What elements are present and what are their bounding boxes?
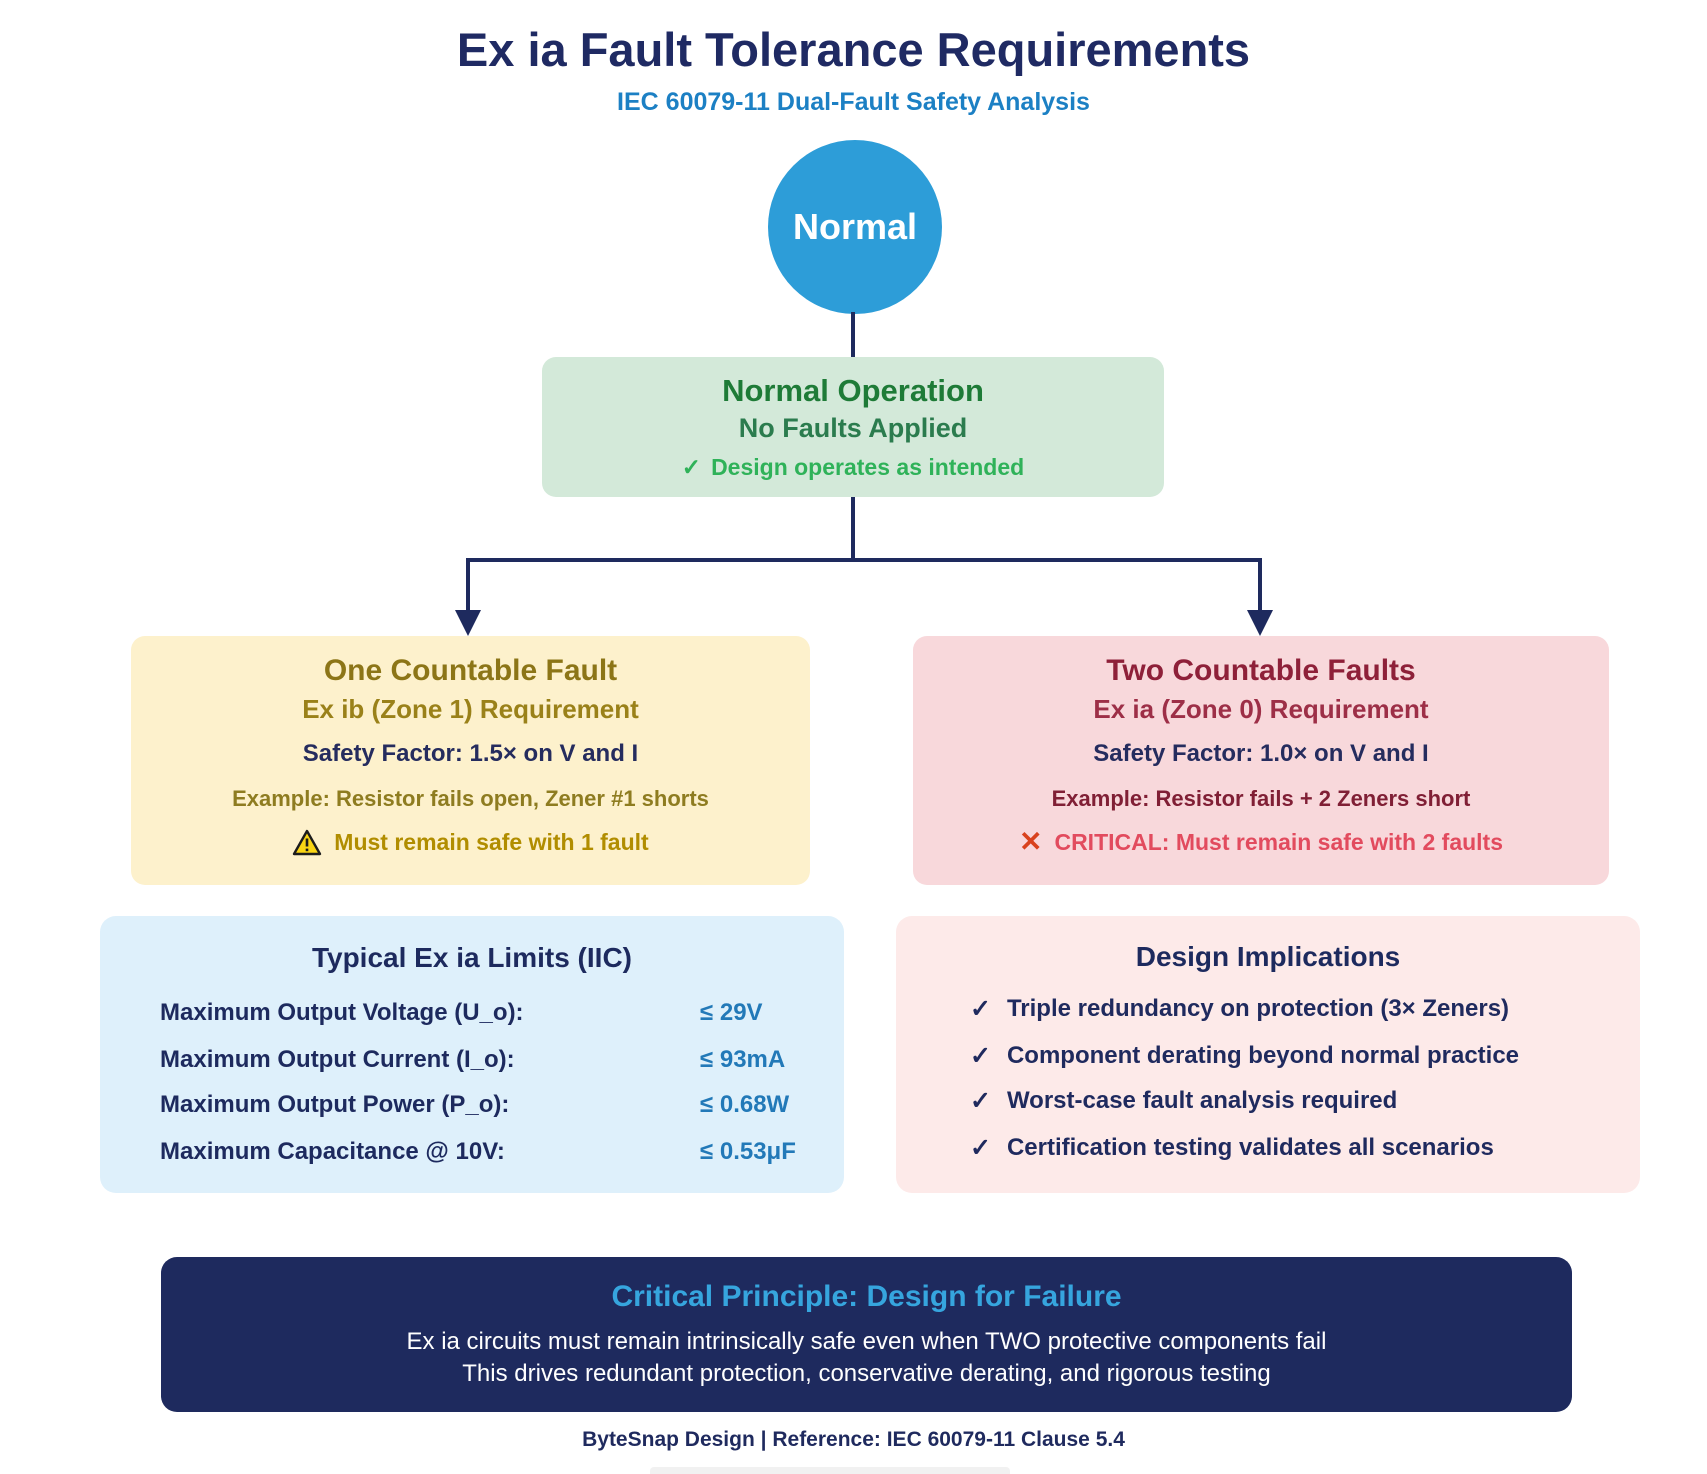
one-fault-box: One Countable Fault Ex ib (Zone 1) Requi…: [131, 636, 810, 885]
bottom-cutoff-element: [650, 1467, 1010, 1474]
implication-text: Component derating beyond normal practic…: [1006, 1042, 1520, 1069]
one-fault-safety-factor: Safety Factor: 1.5× on V and I: [302, 740, 639, 767]
footer-reference: ByteSnap Design | Reference: IEC 60079-1…: [582, 1428, 1125, 1451]
implication-text: Worst-case fault analysis required: [1006, 1087, 1398, 1114]
check-icon: ✓: [970, 1134, 991, 1162]
page-subtitle: IEC 60079-11 Dual-Fault Safety Analysis: [617, 88, 1090, 116]
one-fault-subtitle: Ex ib (Zone 1) Requirement: [302, 694, 639, 724]
warning-icon: [293, 829, 322, 855]
critical-principle-line1: Ex ia circuits must remain intrinsically…: [406, 1328, 1327, 1355]
limit-row-current: Maximum Output Current (I_o): ≤ 93mA: [160, 1046, 814, 1074]
normal-node-label: Normal: [792, 206, 918, 247]
check-icon: ✓: [970, 1042, 991, 1070]
check-icon: ✓: [970, 995, 991, 1023]
normal-operation-box: Normal Operation No Faults Applied ✓ Desi…: [542, 357, 1164, 497]
limit-row-capacitance: Maximum Capacitance @ 10V: ≤ 0.53μF: [160, 1138, 814, 1166]
check-icon: ✓: [970, 1087, 991, 1115]
two-faults-example: Example: Resistor fails + 2 Zeners short: [1051, 786, 1471, 811]
two-faults-critical-row: ✕ CRITICAL: Must remain safe with 2 faul…: [1019, 828, 1503, 856]
check-icon: ✓: [681, 454, 702, 480]
critical-principle-line2: This drives redundant protection, conser…: [462, 1360, 1271, 1387]
critical-principle-box: Critical Principle: Design for Failure E…: [161, 1257, 1572, 1412]
connector-drop-left: [466, 558, 470, 612]
critical-principle-title: Critical Principle: Design for Failure: [611, 1280, 1122, 1313]
limits-title: Typical Ex ia Limits (IIC): [311, 942, 632, 973]
connector-circle-to-green: [851, 312, 855, 358]
limit-value: ≤ 0.68W: [700, 1091, 790, 1118]
one-fault-warning-row: Must remain safe with 1 fault: [292, 828, 649, 856]
implication-item: ✓ Component derating beyond normal pract…: [970, 1041, 1519, 1071]
implication-text: Certification testing validates all scen…: [1006, 1134, 1494, 1161]
one-fault-example: Example: Resistor fails open, Zener #1 s…: [232, 786, 709, 811]
limit-label: Maximum Capacitance @ 10V:: [160, 1138, 505, 1165]
limit-value: ≤ 93mA: [700, 1046, 786, 1073]
arrowhead-left-icon: [455, 610, 481, 636]
limit-value: ≤ 0.53μF: [700, 1138, 796, 1165]
limit-row-power: Maximum Output Power (P_o): ≤ 0.68W: [160, 1091, 814, 1119]
one-fault-title: One Countable Fault: [323, 654, 618, 687]
implication-item: ✓ Certification testing validates all sc…: [970, 1133, 1494, 1163]
design-implications-title: Design Implications: [1135, 941, 1401, 972]
cross-icon: ✕: [1018, 826, 1043, 857]
design-implications-box: Design Implications ✓ Triple redundancy …: [896, 916, 1640, 1193]
two-faults-safety-factor: Safety Factor: 1.0× on V and I: [1093, 740, 1429, 767]
normal-operation-note-text: Design operates as intended: [711, 454, 1025, 480]
two-faults-subtitle: Ex ia (Zone 0) Requirement: [1093, 694, 1429, 724]
limit-label: Maximum Output Power (P_o):: [160, 1091, 510, 1118]
two-faults-critical-text: CRITICAL: Must remain safe with 2 faults: [1054, 829, 1504, 855]
limits-box: Typical Ex ia Limits (IIC) Maximum Outpu…: [100, 916, 844, 1193]
connector-drop-right: [1258, 558, 1262, 612]
connector-branch-horizontal: [466, 558, 1262, 562]
connector-green-to-branch: [851, 496, 855, 560]
page-title: Ex ia Fault Tolerance Requirements: [456, 23, 1251, 76]
normal-operation-title: Normal Operation: [722, 373, 984, 408]
limit-label: Maximum Output Voltage (U_o):: [160, 999, 524, 1026]
one-fault-warning-text: Must remain safe with 1 fault: [334, 829, 649, 855]
normal-operation-subtitle: No Faults Applied: [738, 413, 968, 443]
two-faults-box: Two Countable Faults Ex ia (Zone 0) Requ…: [913, 636, 1609, 885]
implication-text: Triple redundancy on protection (3× Zene…: [1006, 995, 1510, 1022]
implication-item: ✓ Triple redundancy on protection (3× Ze…: [970, 994, 1509, 1024]
normal-operation-note: ✓ Design operates as intended: [682, 454, 1024, 481]
limit-row-voltage: Maximum Output Voltage (U_o): ≤ 29V: [160, 999, 814, 1027]
normal-node: Normal: [768, 140, 942, 314]
implication-item: ✓ Worst-case fault analysis required: [970, 1086, 1397, 1116]
limit-value: ≤ 29V: [700, 999, 763, 1026]
arrowhead-right-icon: [1247, 610, 1273, 636]
limit-label: Maximum Output Current (I_o):: [160, 1046, 515, 1073]
two-faults-title: Two Countable Faults: [1106, 654, 1416, 687]
